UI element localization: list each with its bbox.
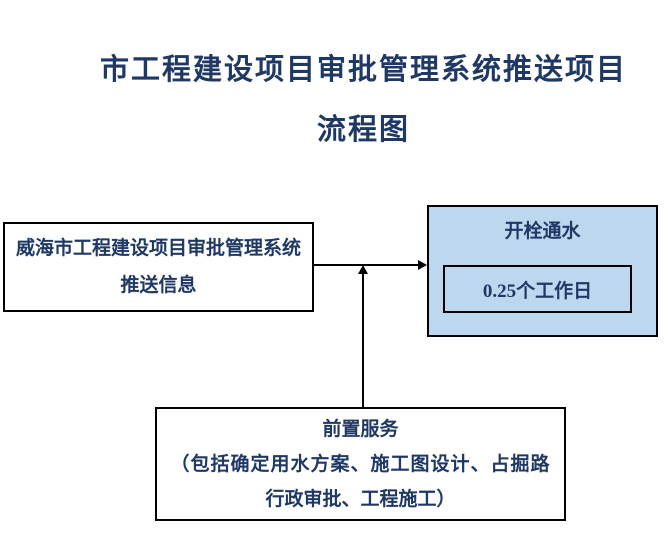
page-title-line1: 市工程建设项目审批管理系统推送项目: [99, 54, 627, 86]
pre-service-line1: 前置服务: [322, 418, 399, 440]
page-title: 市工程建设项目审批管理系统推送项目 流程图: [58, 40, 669, 160]
pre-service-line3: 行政审批、工程施工）: [265, 488, 456, 510]
duration-label: 0.25个工作日: [482, 280, 593, 302]
page-title-line2: 流程图: [316, 114, 410, 146]
connector-vertical-line: [362, 273, 364, 407]
result-box: 开栓通水 0.25个工作日: [427, 205, 658, 337]
pre-service-box: 前置服务 （包括确定用水方案、施工图设计、占掘路 行政审批、工程施工）: [155, 407, 566, 521]
pre-service-line2: （包括确定用水方案、施工图设计、占掘路: [170, 453, 551, 475]
source-box: 威海市工程建设项目审批管理系统 推送信息: [3, 222, 314, 312]
source-box-line1: 威海市工程建设项目审批管理系统: [15, 238, 301, 259]
result-box-title: 开栓通水: [504, 221, 581, 242]
arrowhead-right-icon: [418, 260, 427, 270]
duration-box: 0.25个工作日: [443, 265, 632, 313]
source-box-line2: 推送信息: [120, 275, 197, 296]
arrowhead-up-icon: [358, 265, 368, 274]
